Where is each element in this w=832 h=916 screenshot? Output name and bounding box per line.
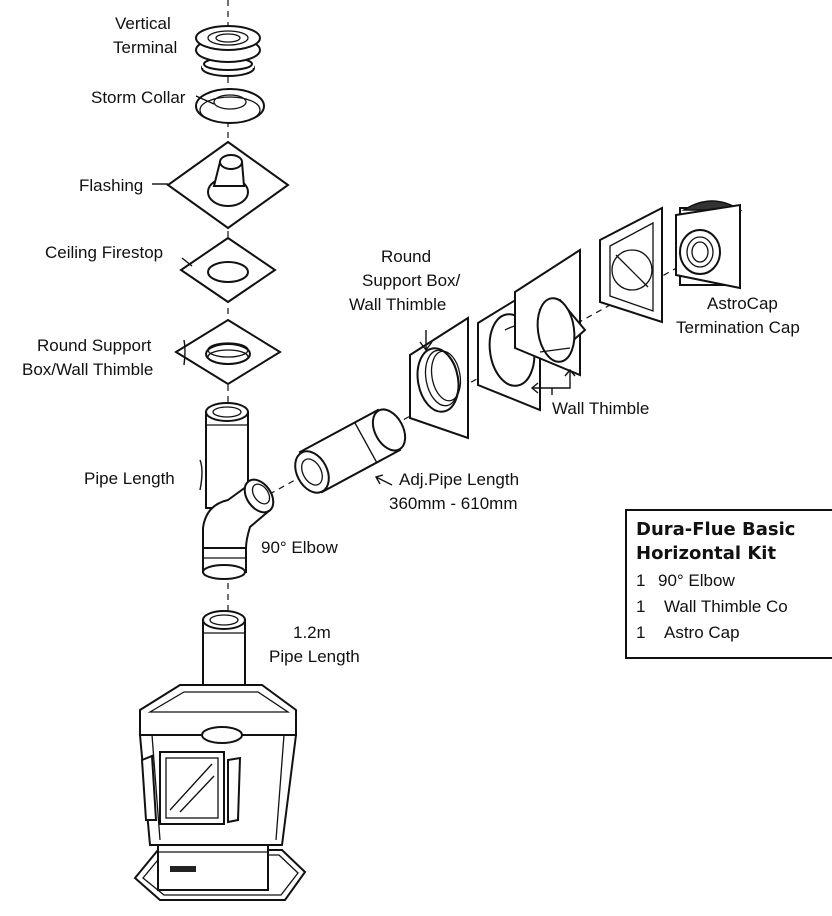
storm-collar-leader	[195, 95, 215, 105]
kit-item-name: Wall Thimble Co	[664, 597, 788, 616]
label-support-box-horizontal-line2: Support Box/	[362, 271, 461, 290]
astrocap-part	[675, 200, 743, 290]
kit-title-line1: Dura-Flue Basic	[636, 519, 795, 540]
label-support-box-vertical-line1: Round Support	[37, 336, 152, 355]
kit-item-qty: 1	[636, 571, 645, 590]
elbow-part	[202, 478, 275, 580]
label-astrocap-line1: AstroCap	[707, 294, 778, 313]
label-pipe-1-2m-line1: 1.2m	[293, 623, 331, 642]
kit-item-qty: 1	[636, 597, 645, 616]
label-flashing: Flashing	[79, 176, 143, 195]
pipe-length-leader	[199, 459, 203, 491]
kit-title-line2: Horizontal Kit	[636, 543, 776, 564]
label-elbow: 90° Elbow	[261, 538, 338, 557]
label-vertical-terminal-line2: Terminal	[113, 38, 177, 57]
ceiling-firestop-leader	[181, 257, 193, 267]
storm-collar-part	[195, 88, 265, 124]
flashing-part	[166, 140, 290, 230]
wall-thimble-arrow-head-left	[530, 382, 539, 394]
stove-part	[133, 684, 307, 901]
label-support-box-horizontal-line3: Wall Thimble	[349, 295, 446, 314]
label-pipe-length: Pipe Length	[84, 469, 175, 488]
label-pipe-1-2m-line2: Pipe Length	[269, 647, 360, 666]
wall-thimble-part	[477, 248, 587, 412]
round-support-box-horizontal-part	[409, 316, 469, 440]
wall-thimble-arrow-head-up	[564, 368, 576, 377]
label-astrocap-line2: Termination Cap	[676, 318, 800, 337]
label-vertical-terminal-line1: Vertical	[115, 14, 171, 33]
kit-box: Dura-Flue Basic Horizontal Kit 1 90° Elb…	[625, 509, 832, 659]
label-wall-thimble: Wall Thimble	[552, 399, 649, 418]
label-adj-pipe-line2: 360mm - 610mm	[389, 494, 517, 513]
termination-frame-part	[599, 206, 663, 324]
horizontal-center-axis	[249, 254, 701, 506]
adj-pipe-length-part	[294, 408, 407, 494]
label-support-box-vertical-line2: Box/Wall Thimble	[22, 360, 153, 379]
vertical-terminal-part	[195, 25, 261, 77]
label-storm-collar: Storm Collar	[91, 88, 186, 107]
support-box-horizontal-arrow	[419, 330, 433, 352]
round-support-box-vertical-part	[174, 318, 282, 386]
kit-item-name: Astro Cap	[664, 623, 740, 642]
kit-item-name: 90° Elbow	[658, 571, 735, 590]
label-support-box-horizontal-line1: Round	[381, 247, 431, 266]
support-box-vertical-leader	[183, 339, 186, 366]
label-ceiling-firestop: Ceiling Firestop	[45, 243, 163, 262]
adj-pipe-arrow	[374, 474, 393, 486]
kit-item-qty: 1	[636, 623, 645, 642]
label-adj-pipe-line1: Adj.Pipe Length	[399, 470, 519, 489]
wall-thimble-bracket	[532, 370, 571, 389]
ceiling-firestop-part	[179, 236, 277, 304]
